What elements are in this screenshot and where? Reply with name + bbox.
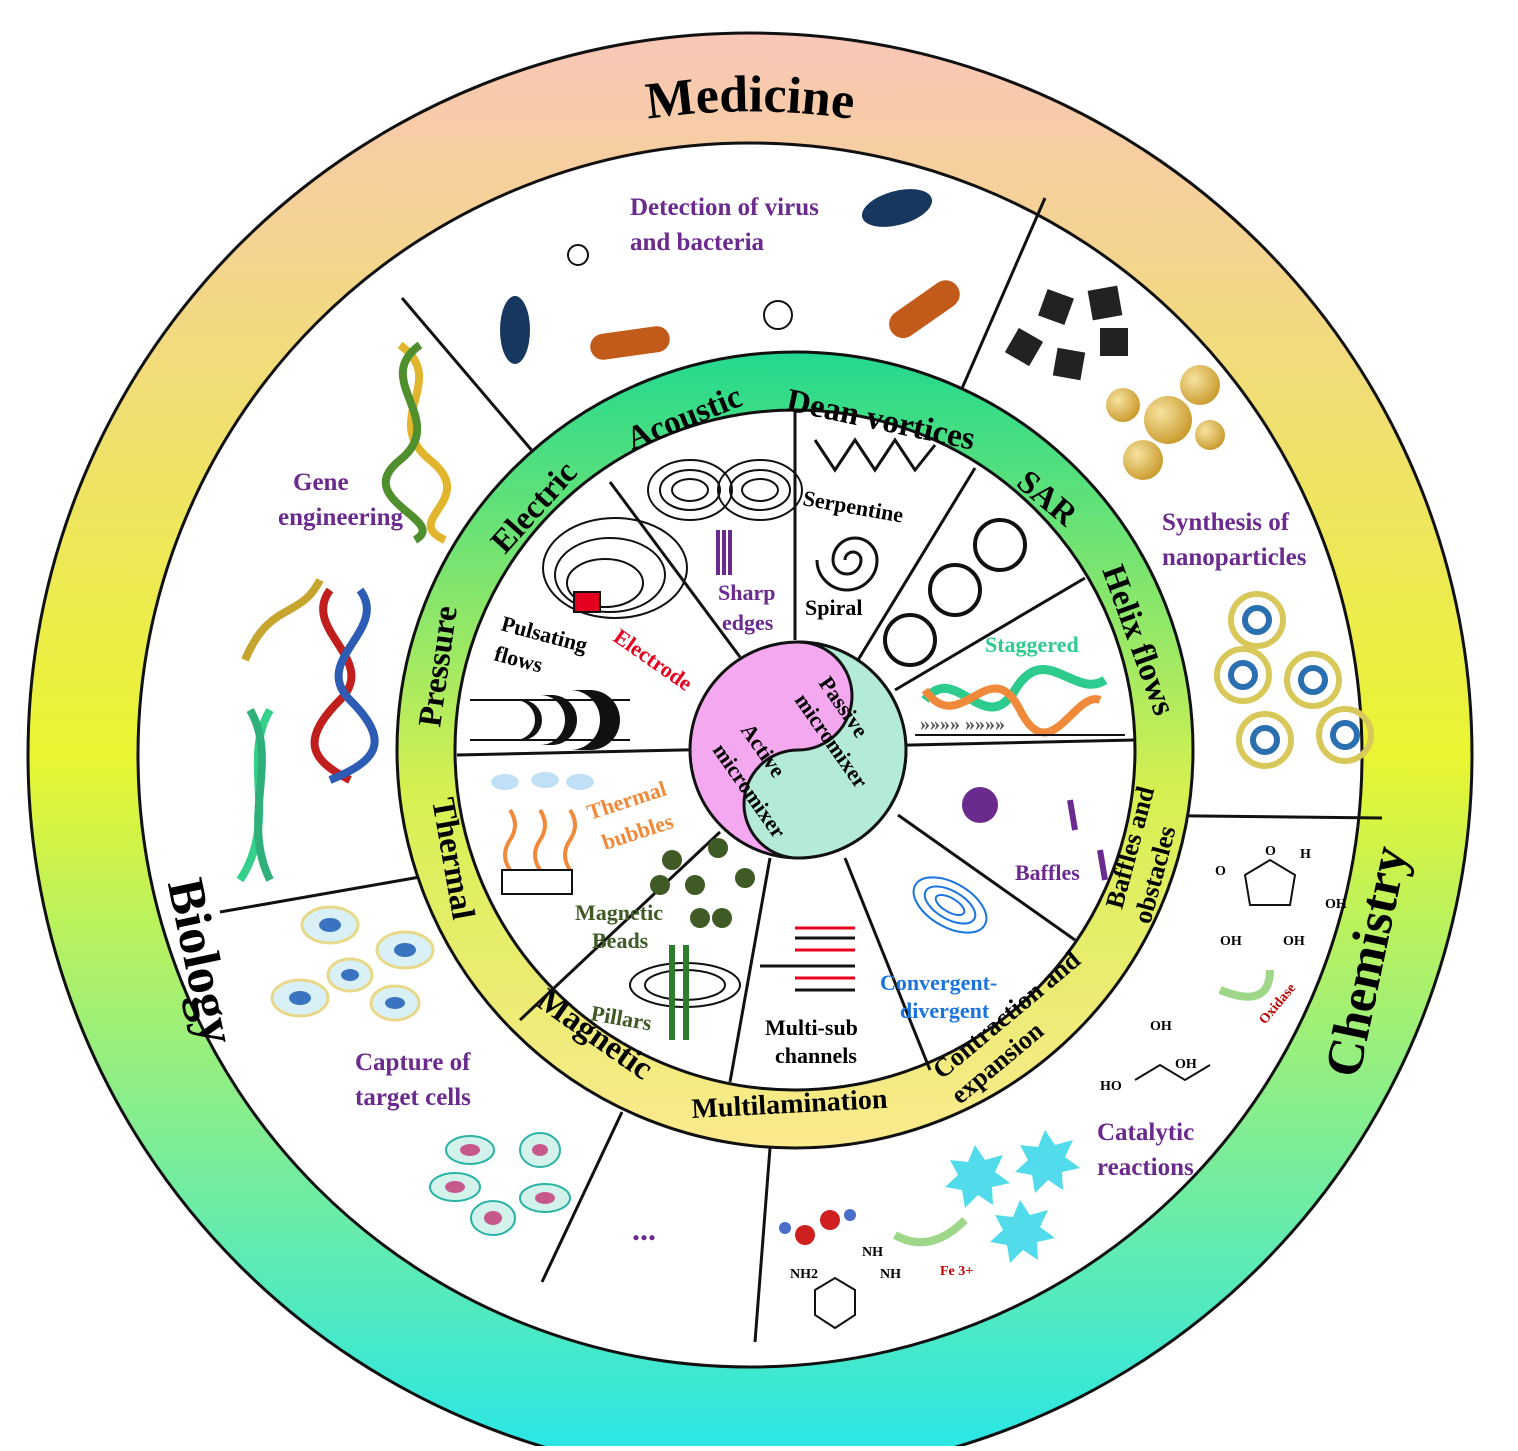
app-gene-1: Gene: [293, 469, 349, 496]
baffle-particle-icon: [962, 787, 998, 823]
label-sharp-1: Sharp: [718, 580, 775, 605]
label-spiral: Spiral: [805, 595, 862, 620]
label-staggered: Staggered: [985, 632, 1079, 657]
baffle-bars-icon: [1067, 799, 1108, 881]
nanosphere-icon: [1106, 365, 1225, 480]
thermal-waves-icon: [503, 808, 577, 872]
chem-nh-1: NH: [862, 1245, 883, 1260]
multisub-channels-icon: [760, 926, 855, 992]
target-cell-icon: [429, 1132, 571, 1236]
chem-h: H: [1300, 847, 1311, 862]
spiral-icon: [815, 536, 879, 592]
dna-helix-icon: [236, 341, 451, 883]
app-gene-2: engineering: [278, 504, 403, 531]
chem-oh-4: OH: [1150, 1019, 1172, 1034]
catalyst-star-icon: [945, 1130, 1080, 1263]
center-micromixer: Active micromixer Passive micromixer: [688, 640, 908, 860]
sar-icon: [883, 518, 1027, 667]
chem-ho: HO: [1100, 1079, 1122, 1094]
bacteria-icon: [500, 189, 960, 364]
app-capture-1: Capture of: [355, 1049, 471, 1076]
field-medicine: Medicine: [643, 66, 859, 131]
label-sharp-2: edges: [722, 610, 774, 635]
chem-nh-2: NH: [880, 1267, 901, 1282]
chem-nh2: NH2: [790, 1267, 818, 1282]
chem-oh-1: OH: [1220, 934, 1242, 949]
chem-fe: Fe 3+: [940, 1264, 973, 1279]
sharp-edge-icon: [716, 530, 732, 575]
fe-arrow-icon: [893, 1217, 968, 1247]
chem-oh-5: OH: [1175, 1057, 1197, 1072]
serpentine-icon: [813, 437, 937, 473]
label-convergent-1: Convergent-: [880, 970, 997, 995]
chem-oh-3: OH: [1325, 897, 1347, 912]
cell-icon: [270, 905, 435, 1022]
app-detection-1: Detection of virus: [630, 194, 819, 221]
nanocube-icon: [1004, 285, 1128, 381]
convergent-divergent-icon: [912, 876, 988, 934]
heater-icon: [501, 869, 573, 895]
pillars-icon: [669, 945, 689, 1040]
chem-oh-2: OH: [1283, 934, 1305, 949]
virus-icon: [567, 244, 793, 330]
label-magnetic-2: Beads: [592, 928, 649, 953]
liposome-icon: [1214, 591, 1374, 769]
pulsating-flow-icon: [470, 690, 630, 750]
chevrons-icon: »»»» »»»»: [920, 713, 1005, 735]
app-more: ...: [632, 1211, 656, 1247]
staggered-flow-orange: [921, 684, 1102, 737]
chem-o-2: O: [1265, 844, 1276, 859]
label-magnetic-1: Magnetic: [575, 900, 663, 925]
staggered-flow-icon: [921, 665, 1108, 712]
app-catalytic-1: Catalytic: [1097, 1119, 1194, 1146]
app-detection-2: and bacteria: [630, 229, 765, 256]
app-capture-2: target cells: [355, 1084, 471, 1111]
label-multisub-1: Multi-sub: [765, 1015, 858, 1040]
label-convergent-2: divergent: [900, 998, 990, 1023]
app-catalytic-2: reactions: [1097, 1154, 1194, 1181]
molecule-icon: [1134, 858, 1297, 1082]
app-nano-2: nanoparticles: [1162, 544, 1307, 571]
acoustic-vortex-icon: [647, 459, 803, 521]
thermal-bubbles-icon: [491, 772, 594, 790]
electrode-icon: [573, 591, 601, 613]
label-multisub-2: channels: [775, 1043, 857, 1068]
magnetic-beads-icon: [650, 838, 755, 928]
label-baffles: Baffles: [1015, 860, 1080, 885]
luminol-icon: [779, 1209, 856, 1330]
electric-field-icon: [542, 517, 688, 619]
chem-o-1: O: [1215, 864, 1226, 879]
oxidase-arrow-icon: [1218, 969, 1274, 1001]
app-nano-1: Synthesis of: [1162, 509, 1290, 536]
